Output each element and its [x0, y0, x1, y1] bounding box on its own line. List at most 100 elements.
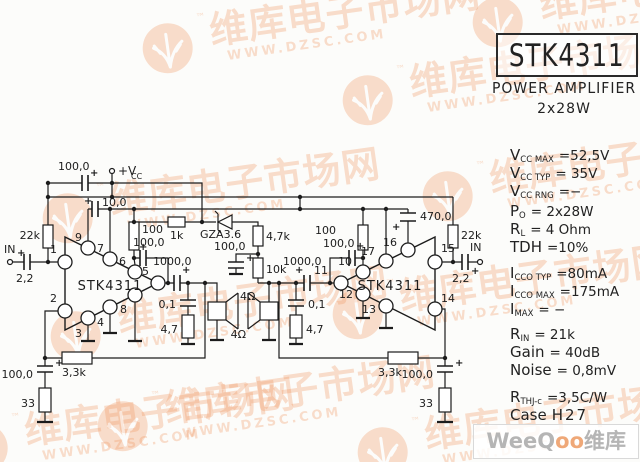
plus-sign: +	[90, 168, 98, 179]
spec-vcc-max: VCC MAX=52,5V	[510, 146, 610, 165]
weeqoo-text-3: 维库	[584, 429, 626, 453]
pin-15: 15	[441, 242, 455, 255]
pin-12: 12	[339, 288, 353, 301]
wires	[12, 174, 477, 422]
resistor-22k-left	[42, 224, 54, 249]
pin-16: 16	[383, 236, 397, 249]
plus-sign: +	[55, 358, 63, 369]
vcc-label: +V	[118, 164, 137, 178]
r3k3-left-label: 3,3k	[62, 366, 86, 379]
speaker-left-label: 4Ω	[240, 290, 255, 303]
vcc-terminal	[108, 167, 116, 175]
spec-imax: IMAX= −	[510, 300, 566, 319]
pin-1: 1	[50, 243, 57, 256]
pin-6: 6	[119, 255, 126, 268]
capacitor-1000-right	[303, 275, 311, 291]
spec-tdh: TDH=10%	[510, 238, 589, 256]
in-right-label: IN	[470, 241, 481, 254]
capacitor-100-p10	[348, 250, 356, 266]
weeqoo-text-2: oo	[555, 429, 584, 453]
plus-sign: +	[295, 265, 303, 276]
spec-noise: Noise= 0,8mV	[510, 361, 617, 379]
resistor-4-7-right	[289, 314, 303, 339]
cap-100-mid-label: 100,0	[214, 240, 246, 253]
plus-sign: +	[471, 266, 479, 277]
speaker-right	[247, 292, 279, 330]
plus-sign: +	[246, 253, 254, 264]
vcc-label-sub: CC	[131, 172, 143, 181]
resistor-10k	[252, 257, 264, 279]
r10k-label: 10k	[266, 263, 287, 276]
cap-0-1-right-label: 0,1	[308, 298, 326, 311]
capacitor-0-1-left	[180, 299, 196, 307]
cap-10-label: 10,0	[102, 196, 127, 209]
capacitor-100-mid	[228, 261, 244, 269]
resistor-1k	[167, 216, 186, 228]
terminals	[6, 167, 484, 266]
pin-9: 9	[75, 231, 82, 244]
plus-sign: +	[17, 248, 25, 259]
resistor-33-right	[438, 387, 452, 413]
cap-2-2-left-label: 2,2	[16, 272, 34, 285]
r100-right-label: 100	[315, 224, 336, 237]
cap-100-p6-label: 100,0	[133, 236, 165, 249]
r4-7-right-label: 4,7	[306, 323, 324, 336]
pin-2: 2	[50, 292, 57, 305]
plus-sign: +	[455, 358, 463, 369]
capacitor-470	[400, 212, 416, 222]
spec-icco-typ: ICCO TYP=80mA	[510, 264, 608, 283]
pin-4: 4	[97, 316, 104, 329]
resistor-4-7-left	[181, 314, 195, 339]
plus-sign: +	[84, 196, 92, 207]
amp-left-label: STK4311	[78, 279, 143, 294]
r22k-left-label: 22k	[20, 229, 41, 242]
pin-11: 11	[314, 264, 328, 277]
pin-circles	[57, 240, 443, 326]
spec-vcc-typ: VCC TYP= 35V	[510, 164, 598, 183]
input-terminal-right	[476, 258, 484, 266]
spec-rin: RIN= 21k	[510, 325, 575, 344]
resistor-3k3-right	[387, 351, 419, 365]
part-number-box: STK4311	[496, 33, 638, 77]
capacitor-100-fb-right	[437, 365, 453, 373]
capacitor-100-fb-left	[37, 365, 53, 373]
cap-470-label: 470,0	[420, 210, 452, 223]
cap-1000-right-label: 1000,0	[283, 255, 322, 268]
pin-14: 14	[441, 292, 455, 305]
plus-sign: +	[356, 241, 364, 252]
capacitor-100-top	[81, 175, 89, 191]
pin-3: 3	[75, 327, 82, 340]
pin-7: 7	[97, 242, 104, 255]
cap-2-2-right-label: 2,2	[452, 272, 470, 285]
title-line1: POWER AMPLIFIER	[491, 80, 637, 98]
ground-symbols	[37, 272, 453, 424]
capacitor-0-1-right	[288, 299, 304, 307]
pin-10: 10	[338, 255, 352, 268]
spec-gain: Gain= 40dB	[510, 343, 601, 361]
speaker-left	[207, 292, 239, 330]
weeqoo-watermark: WeeQoo维库	[473, 424, 639, 459]
spec-vcc-rng: VCC RNG=−	[510, 182, 582, 201]
speaker-right-label: 4Ω	[231, 328, 246, 341]
resistor-33-left	[38, 387, 52, 413]
cap-100-fb-left-label: 100,0	[2, 368, 34, 381]
cap-100-fb-right-label: 100,0	[402, 368, 434, 381]
r33-right-label: 33	[419, 397, 433, 410]
capacitors	[23, 175, 469, 373]
in-left-label: IN	[4, 243, 15, 256]
plus-sign: +	[392, 222, 400, 233]
cap-0-1-left-label: 0,1	[159, 298, 177, 311]
resistor-3k3-left	[61, 351, 93, 365]
capacitor-2-2-right	[461, 254, 469, 270]
junction-dots	[42, 180, 456, 361]
part-number: STK4311	[509, 36, 625, 74]
capacitor-1000-left	[173, 275, 181, 291]
cap-1000-left-label: 1000,0	[153, 255, 192, 268]
zener-diode	[214, 210, 233, 234]
spec-icco-max: ICCO MAX=175mA	[510, 282, 620, 301]
cap-100-top-label: 100,0	[58, 160, 90, 173]
r4-7-left-label: 4,7	[161, 323, 179, 336]
capacitor-2-2-left	[23, 254, 31, 270]
